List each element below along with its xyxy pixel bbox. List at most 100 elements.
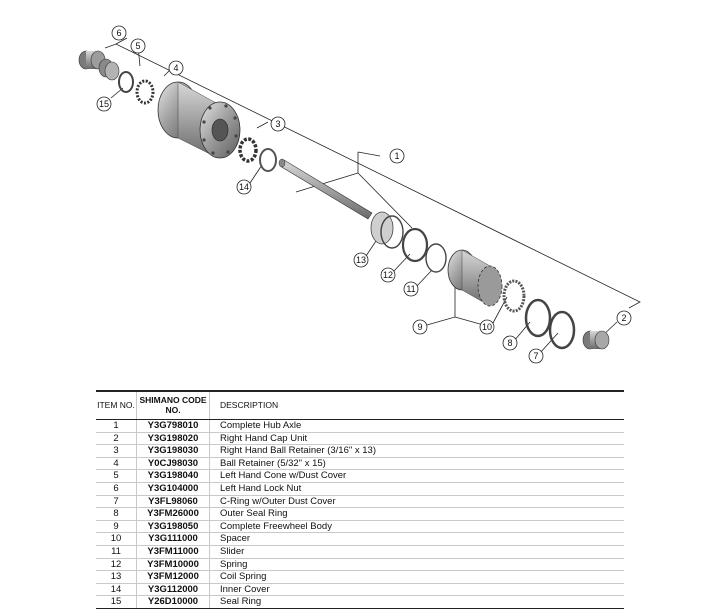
spring-12	[401, 227, 429, 263]
callout-9: 9	[412, 319, 428, 335]
code-cell: Y3FM12000	[136, 570, 210, 584]
c-ring-7	[548, 310, 576, 350]
callout-6: 6	[111, 25, 127, 41]
item-cell: 9	[96, 520, 137, 534]
svg-text:15: 15	[99, 99, 109, 109]
description-cell: Complete Hub Axle	[209, 419, 624, 433]
callout-4: 4	[168, 60, 184, 76]
callout-10: 10	[479, 319, 495, 335]
svg-text:9: 9	[417, 322, 422, 332]
callout-11: 11	[403, 281, 419, 297]
item-cell: 4	[96, 457, 137, 471]
callout-13: 13	[353, 252, 369, 268]
item-cell: 6	[96, 482, 137, 496]
spacer-10	[502, 279, 526, 313]
item-cell: 7	[96, 495, 137, 509]
table-header-row: ITEM NO. SHIMANO CODE NO. DESCRIPTION	[96, 390, 624, 420]
item-cell: 12	[96, 558, 137, 572]
code-cell: Y3G198020	[136, 432, 210, 446]
header-item-no: ITEM NO.	[96, 390, 137, 420]
code-cell: Y26D10000	[136, 595, 210, 609]
description-cell: C-Ring w/Outer Dust Cover	[209, 495, 624, 509]
code-cell: Y3FM26000	[136, 507, 210, 521]
code-cell: Y3G112000	[136, 583, 210, 597]
description-cell: Spring	[209, 558, 624, 572]
item-cell: 8	[96, 507, 137, 521]
svg-text:13: 13	[356, 255, 366, 265]
description-cell: Complete Freewheel Body	[209, 520, 624, 534]
cap-unit-2	[582, 330, 610, 350]
svg-text:14: 14	[239, 182, 249, 192]
outer-seal-ring-8	[524, 298, 552, 338]
exploded-hub-diagram: 6 5 4 15 3 1 14 13 12 11 9 10 8 7 2	[78, 25, 641, 364]
description-cell: Right Hand Ball Retainer (3/16" x 13)	[209, 444, 624, 458]
code-cell: Y3G198050	[136, 520, 210, 534]
svg-text:5: 5	[135, 41, 140, 51]
freewheel-body-9	[447, 249, 503, 307]
item-cell: 13	[96, 570, 137, 584]
callout-2: 2	[616, 310, 632, 326]
description-cell: Outer Seal Ring	[209, 507, 624, 521]
code-cell: Y3G798010	[136, 419, 210, 433]
lock-nut-6	[78, 50, 106, 70]
item-cell: 11	[96, 545, 137, 559]
description-cell: Inner Cover	[209, 583, 624, 597]
code-cell: Y3G198040	[136, 469, 210, 483]
svg-text:10: 10	[482, 322, 492, 332]
callout-15: 15	[96, 96, 112, 112]
code-cell: Y3G104000	[136, 482, 210, 496]
item-cell: 14	[96, 583, 137, 597]
cone-5	[98, 58, 120, 81]
svg-text:6: 6	[116, 28, 121, 38]
svg-text:3: 3	[275, 119, 280, 129]
item-cell: 5	[96, 469, 137, 483]
item-cell: 15	[96, 595, 137, 609]
coil-spring-13	[370, 211, 404, 249]
svg-text:12: 12	[383, 270, 393, 280]
header-description: DESCRIPTION	[209, 390, 624, 420]
description-cell: Coil Spring	[209, 570, 624, 584]
callout-5: 5	[130, 38, 146, 54]
description-cell: Ball Retainer (5/32" x 15)	[209, 457, 624, 471]
ball-retainer-4	[135, 79, 155, 105]
slider-11	[425, 243, 447, 273]
svg-text:1: 1	[394, 151, 399, 161]
item-cell: 3	[96, 444, 137, 458]
ball-retainer-3	[238, 137, 258, 163]
callout-8: 8	[502, 335, 518, 351]
code-cell: Y3FM11000	[136, 545, 210, 559]
item-cell: 2	[96, 432, 137, 446]
callout-7: 7	[528, 348, 544, 364]
code-cell: Y3G111000	[136, 532, 210, 546]
item-cell: 10	[96, 532, 137, 546]
svg-text:7: 7	[533, 351, 538, 361]
svg-text:4: 4	[173, 63, 178, 73]
svg-text:2: 2	[621, 313, 626, 323]
svg-text:8: 8	[507, 338, 512, 348]
item-cell: 1	[96, 419, 137, 433]
hub-shell	[157, 81, 241, 159]
description-cell: Left Hand Cone w/Dust Cover	[209, 469, 624, 483]
description-cell: Left Hand Lock Nut	[209, 482, 624, 496]
code-cell: Y3G198030	[136, 444, 210, 458]
code-cell: Y3FM10000	[136, 558, 210, 572]
description-cell: Seal Ring	[209, 595, 624, 609]
hub-axle-1	[278, 158, 373, 220]
